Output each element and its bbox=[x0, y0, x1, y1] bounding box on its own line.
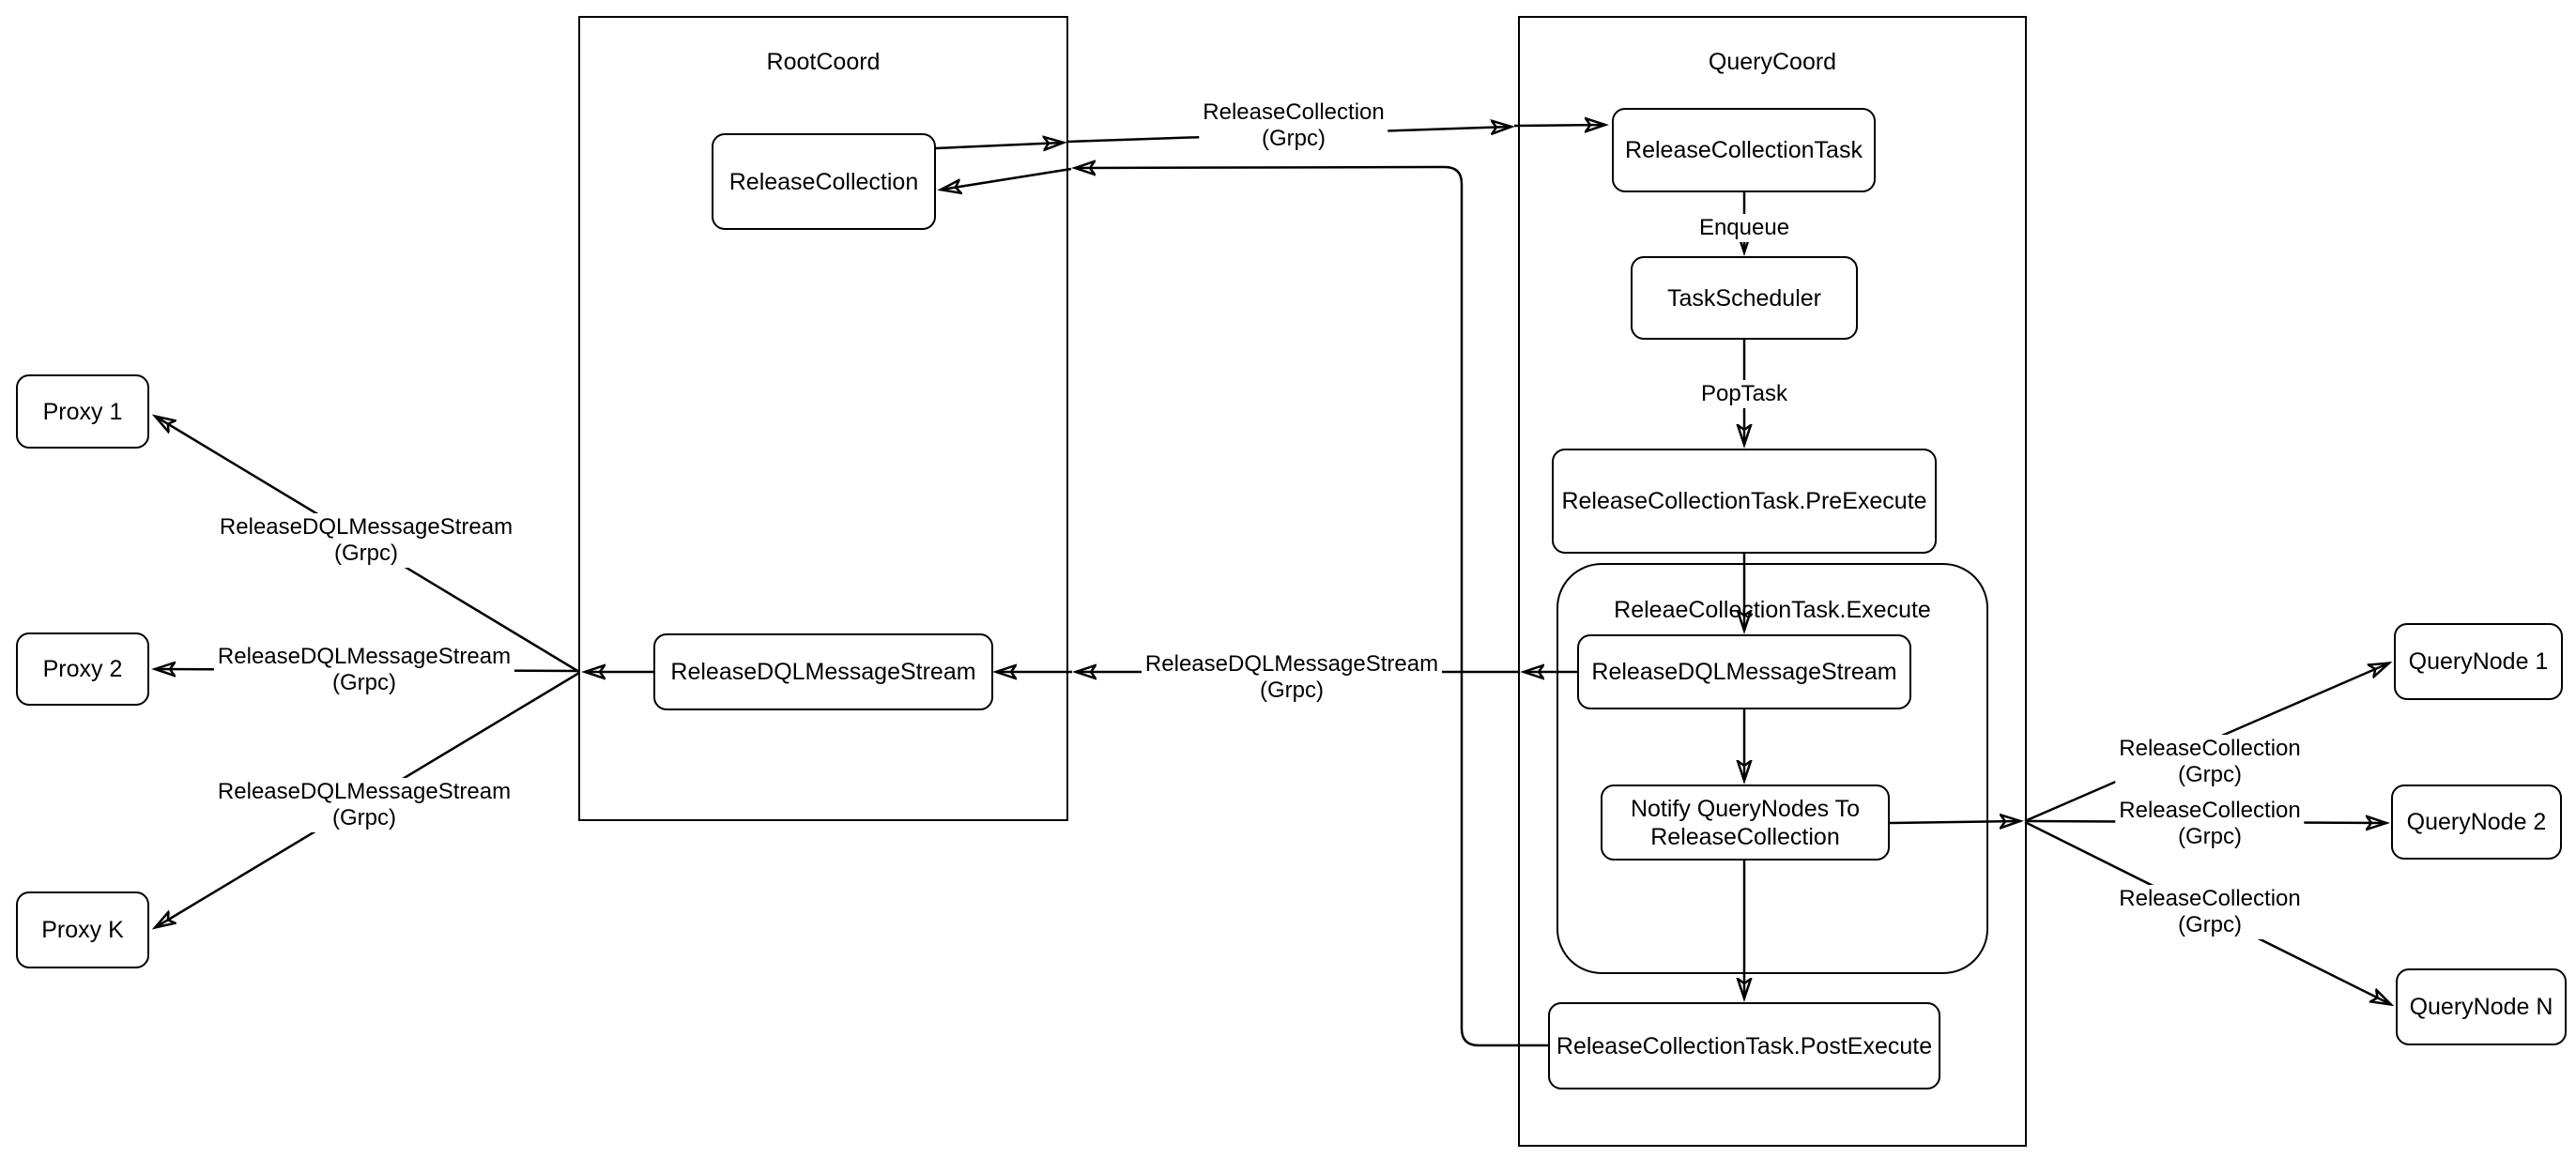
node-querynode-n: QueryNode N bbox=[2396, 968, 2567, 1045]
node-release-collection: ReleaseCollection bbox=[712, 133, 936, 230]
node-proxy-1: Proxy 1 bbox=[16, 374, 149, 449]
node-release-collection-task: ReleaseCollectionTask bbox=[1612, 108, 1876, 192]
node-pre-execute: ReleaseCollectionTask.PreExecute bbox=[1552, 449, 1937, 554]
node-root-release-dql-message-stream: ReleaseDQLMessageStream bbox=[653, 633, 993, 710]
edge-label-poptask: PopTask bbox=[1696, 380, 1792, 408]
edge-label-rdms-proxy2: ReleaseDQLMessageStream (Grpc) bbox=[213, 643, 515, 697]
node-proxy-2: Proxy 2 bbox=[16, 632, 149, 706]
edge-label-rdms-proxyk: ReleaseDQLMessageStream (Grpc) bbox=[213, 778, 515, 832]
container-rootcoord bbox=[578, 16, 1068, 821]
node-task-scheduler: TaskScheduler bbox=[1631, 256, 1858, 340]
node-querynode-2: QueryNode 2 bbox=[2391, 785, 2562, 860]
group-execute bbox=[1556, 563, 1988, 974]
edge-label-rc-querynode2: ReleaseCollection (Grpc) bbox=[2115, 797, 2305, 851]
edge-label-rdms-proxy1: ReleaseDQLMessageStream (Grpc) bbox=[215, 513, 517, 568]
container-querycoord-title: QueryCoord bbox=[1708, 49, 1837, 75]
edge-response-into-box bbox=[942, 167, 1072, 190]
edge-response-long bbox=[1076, 167, 1548, 1047]
node-notify-querynodes: Notify QueryNodes To ReleaseCollection bbox=[1601, 785, 1890, 861]
group-execute-title: ReleaeCollectionTask.Execute bbox=[1614, 597, 1931, 623]
node-exec-release-dql-message-stream: ReleaseDQLMessageStream bbox=[1577, 634, 1911, 709]
edge-notify-out bbox=[1889, 821, 2019, 823]
container-rootcoord-title: RootCoord bbox=[766, 49, 881, 75]
edge-request-seg3 bbox=[1513, 125, 1604, 126]
edge-label-enqueue: Enqueue bbox=[1694, 214, 1794, 242]
node-post-execute: ReleaseCollectionTask.PostExecute bbox=[1548, 1002, 1940, 1089]
node-proxy-k: Proxy K bbox=[16, 891, 149, 968]
edge-label-rdms-mid: ReleaseDQLMessageStream (Grpc) bbox=[1141, 650, 1443, 705]
node-querynode-1: QueryNode 1 bbox=[2394, 623, 2563, 700]
edge-label-rc-querynoden: ReleaseCollection (Grpc) bbox=[2115, 885, 2305, 939]
edge-request-seg1 bbox=[935, 143, 1063, 148]
container-querycoord bbox=[1518, 16, 2027, 1147]
edge-label-rc-querynode1: ReleaseCollection (Grpc) bbox=[2115, 735, 2305, 789]
edge-label-releasecollection-grpc: ReleaseCollection (Grpc) bbox=[1199, 99, 1388, 153]
